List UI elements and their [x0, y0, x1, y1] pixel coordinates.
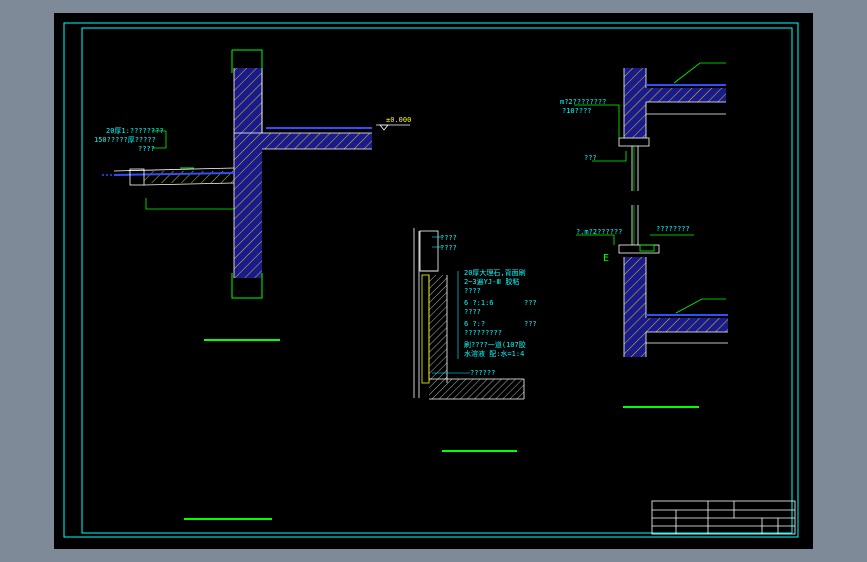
mid-note-2: ????	[440, 244, 457, 252]
right-bottom-note-2: ????????	[656, 225, 690, 233]
mid-note-8: ????	[464, 308, 481, 316]
left-note-2: 150?????厚?????	[94, 136, 156, 144]
mid-note-4: 2~3遍YJ-Ⅲ 胶粘	[464, 277, 519, 286]
mid-note-11: ???	[524, 320, 537, 328]
right-top-note-2: ?10????	[562, 107, 592, 115]
left-note-1: 20厚1:????????	[106, 127, 164, 135]
cad-drawing-canvas[interactable]: 20厚1:???????? 150?????厚????? ???? ±0.000…	[54, 13, 813, 549]
mid-note-7: ???	[524, 299, 537, 307]
cad-drawing: 20厚1:???????? 150?????厚????? ???? ±0.000…	[63, 22, 799, 538]
mid-note-12: 刷????一道(107胶	[464, 340, 526, 349]
middle-detail: ???? ???? 20厚大理石,背面刷 2~3遍YJ-Ⅲ 胶粘 ???? 6 …	[413, 228, 537, 452]
right-detail: m?2???????? ?10???? ??? ?.m?2?????? ????…	[560, 62, 728, 408]
outer-frame	[63, 22, 799, 538]
right-top-note-1: m?2????????	[560, 98, 606, 106]
mid-note-9: 6 ?:?	[464, 320, 485, 328]
right-bottom-note-1: ?.m?2??????	[576, 228, 622, 236]
mid-note-10: ?????????	[464, 329, 502, 337]
mid-note-13: 水溶液 配:水=1:4	[464, 349, 524, 358]
mid-note-6: 6 ?:1:6	[464, 299, 494, 307]
mid-note-14: ??????	[470, 369, 495, 377]
left-note-3: ????	[138, 145, 155, 153]
mid-note-5: ????	[464, 287, 481, 295]
left-detail: 20厚1:???????? 150?????厚????? ???? ±0.000	[94, 49, 411, 341]
section-mark: E	[603, 253, 609, 264]
inner-frame	[81, 27, 793, 534]
mid-note-3: 20厚大理石,背面刷	[464, 268, 526, 277]
mid-note-1: ????	[440, 234, 457, 242]
elevation-label: ±0.000	[386, 116, 411, 124]
right-mid-note: ???	[584, 154, 597, 162]
title-block[interactable]	[651, 500, 796, 535]
